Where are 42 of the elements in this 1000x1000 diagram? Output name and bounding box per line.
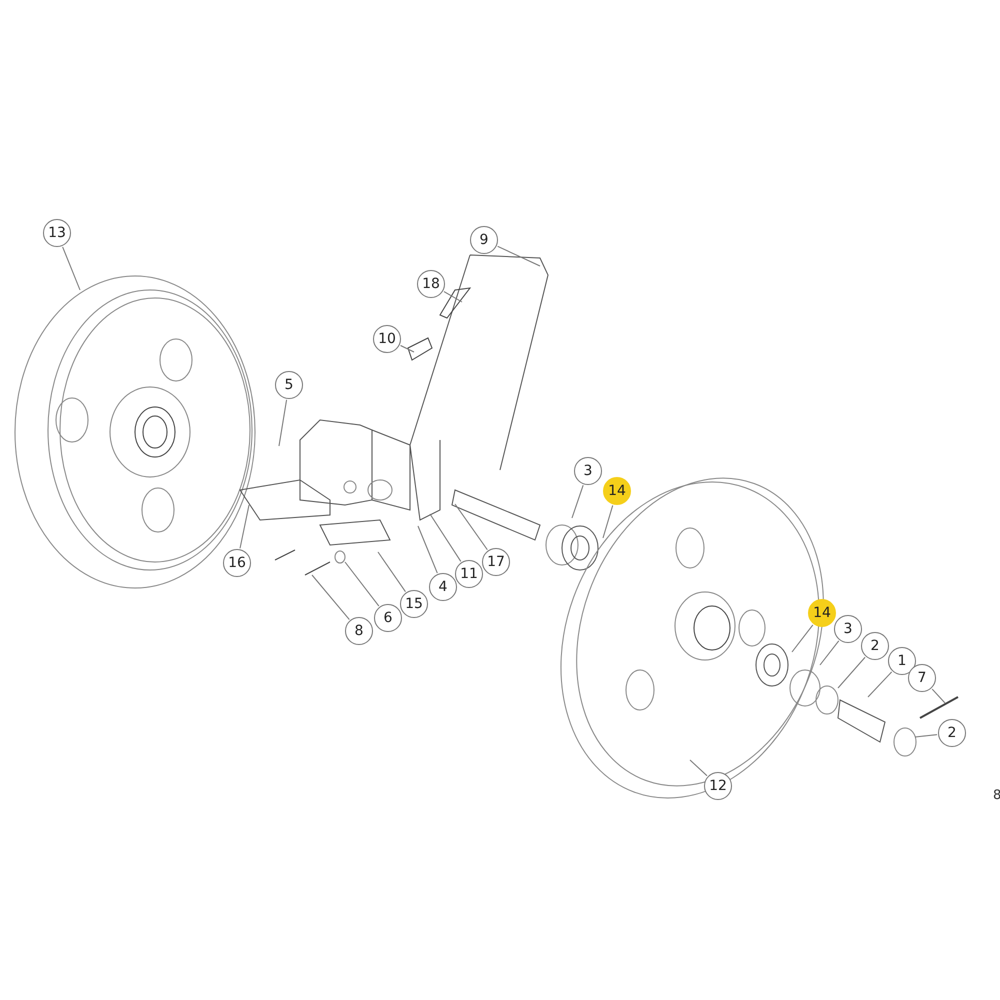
callout-number: 6 xyxy=(374,604,402,632)
callout-number: 1 xyxy=(888,647,916,675)
leader-line xyxy=(820,640,840,666)
leader-line xyxy=(430,514,462,562)
callout-number: 2 xyxy=(861,632,889,660)
callout-number: 11 xyxy=(455,560,483,588)
callout-number: 3 xyxy=(834,615,862,643)
callout-number: 12 xyxy=(704,772,732,800)
leader-line xyxy=(602,504,614,538)
leader-line xyxy=(572,484,584,518)
callout-number: 10 xyxy=(373,325,401,353)
leader-line xyxy=(690,760,708,776)
leader-line xyxy=(378,552,406,592)
leader-line xyxy=(418,526,438,574)
leader-line xyxy=(838,656,866,688)
callout-number: 5 xyxy=(275,371,303,399)
callout-number: 3 xyxy=(574,457,602,485)
callout-number: 8 xyxy=(345,617,373,645)
leader-line xyxy=(344,562,380,607)
leader-line xyxy=(62,246,80,290)
callout-number: 18 xyxy=(417,270,445,298)
callout-number: 17 xyxy=(482,548,510,576)
leader-line xyxy=(400,345,414,352)
leader-line xyxy=(792,624,814,652)
leader-line xyxy=(497,246,540,266)
callout-number: 7 xyxy=(908,664,936,692)
callout-number: 14 xyxy=(808,599,836,627)
leader-line xyxy=(932,688,946,704)
callout-number: 2 xyxy=(938,719,966,747)
leader-line xyxy=(240,504,250,549)
callout-number: 16 xyxy=(223,549,251,577)
callout-number: 4 xyxy=(429,573,457,601)
leader-line xyxy=(454,504,488,550)
leader-line xyxy=(312,574,350,620)
callout-number: 14 xyxy=(603,477,631,505)
callout-number: 13 xyxy=(43,219,71,247)
callout-number: 15 xyxy=(400,590,428,618)
leader-line xyxy=(914,734,938,738)
leader-line xyxy=(868,671,892,698)
leader-line xyxy=(278,399,288,446)
leader-line xyxy=(443,291,462,302)
callout-number: 9 xyxy=(470,226,498,254)
